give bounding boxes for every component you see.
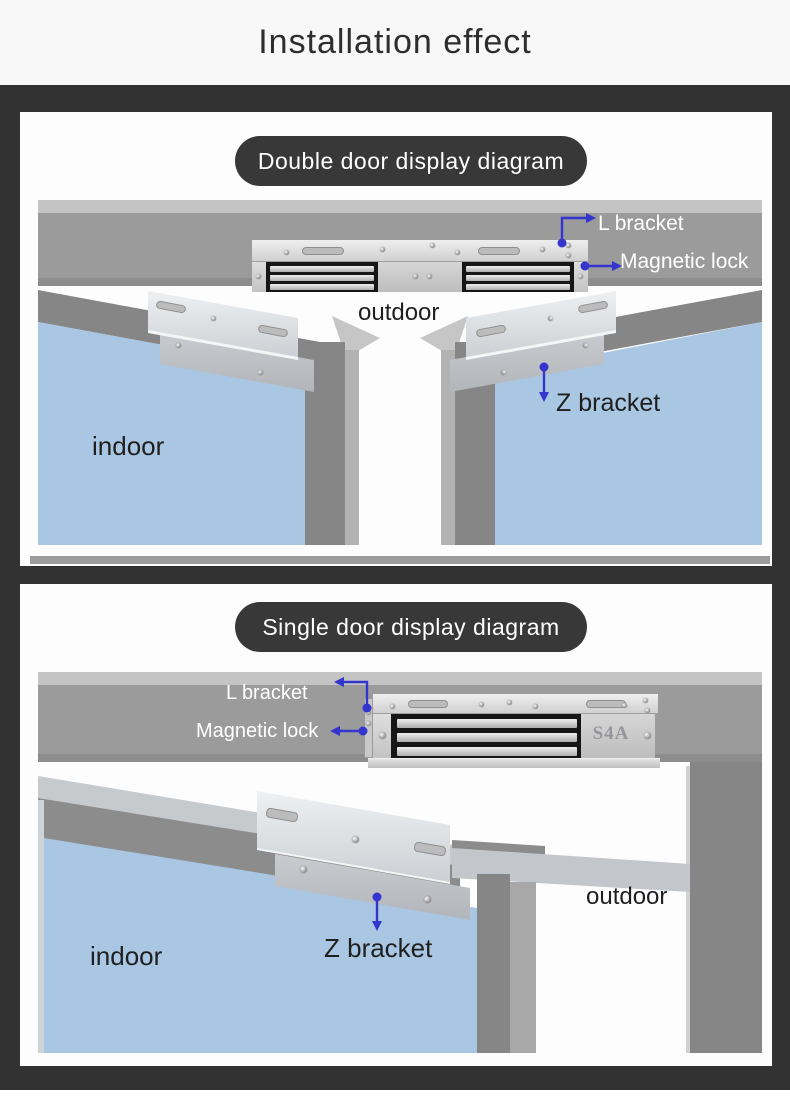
- outdoor-label-double: outdoor: [358, 299, 440, 326]
- l-bracket-slot: [478, 247, 520, 255]
- screw-icon: [430, 243, 435, 248]
- jamb-inner-highlight: [686, 766, 690, 1053]
- magnet-bar: [270, 284, 374, 290]
- screw-icon: [533, 704, 538, 709]
- double-door-pill-title: Double door display diagram: [235, 136, 587, 186]
- lock-brand-text: S4A: [592, 723, 630, 744]
- screw-icon: [548, 316, 553, 321]
- l-bracket-slot: [408, 700, 448, 708]
- screw-icon: [366, 710, 371, 715]
- single-door-edge-face: [510, 882, 536, 1053]
- screw-icon: [366, 721, 371, 726]
- screw-icon: [479, 702, 484, 707]
- screw-icon: [379, 732, 386, 739]
- lock-base-strip: [368, 758, 660, 768]
- screw-icon: [455, 250, 460, 255]
- page-title: Installation effect: [258, 23, 532, 61]
- screw-icon: [644, 732, 651, 739]
- screw-icon: [643, 698, 648, 703]
- left-door-edge-face: [345, 350, 359, 545]
- l-bracket-label-double: L bracket: [598, 212, 684, 235]
- l-bracket-plate-double: [252, 240, 588, 262]
- z-bracket-right-door: [448, 288, 618, 392]
- bottom-band: [0, 1090, 790, 1113]
- magnet-bar: [466, 275, 570, 281]
- screw-icon: [413, 274, 418, 279]
- door-frame-header-top-edge-double: [38, 200, 762, 213]
- screw-icon: [176, 343, 181, 348]
- single-door-left-edge: [38, 800, 44, 1053]
- screw-icon: [352, 836, 359, 843]
- magnet-bar: [270, 266, 374, 272]
- magnetic-lock-label-single: Magnetic lock: [196, 720, 319, 742]
- screw-icon: [645, 708, 650, 713]
- screw-icon: [501, 370, 506, 375]
- single-door-pill-title: Single door display diagram: [235, 602, 587, 652]
- screw-icon: [258, 370, 263, 375]
- door-frame-right-jamb: [690, 762, 762, 1053]
- screw-icon: [256, 274, 261, 279]
- l-bracket-end-ear: [364, 698, 373, 758]
- magnet-bar: [397, 719, 577, 728]
- l-bracket-slot: [302, 247, 344, 255]
- lock-brand-section: [581, 714, 655, 758]
- floor-line-double: [30, 556, 770, 564]
- screw-icon: [583, 343, 588, 348]
- screw-icon: [540, 247, 545, 252]
- door-frame-header-top-edge-single: [38, 672, 762, 685]
- screw-icon: [566, 253, 571, 258]
- outdoor-label-single: outdoor: [586, 883, 668, 910]
- screw-icon: [390, 704, 395, 709]
- screw-icon: [424, 896, 431, 903]
- l-bracket-label-single: L bracket: [226, 682, 308, 704]
- magnetic-lock-label-double: Magnetic lock: [620, 250, 749, 273]
- screw-icon: [211, 316, 216, 321]
- screw-icon: [300, 866, 307, 873]
- header-band: Installation effect: [0, 0, 790, 85]
- l-bracket-slot: [586, 700, 626, 708]
- magnet-bar: [397, 733, 577, 742]
- z-bracket-label-single: Z bracket: [324, 933, 433, 963]
- l-bracket-plate-single: [373, 694, 658, 714]
- magnet-bar: [466, 284, 570, 290]
- screw-icon: [507, 700, 512, 705]
- screw-icon: [284, 250, 289, 255]
- indoor-label-double: indoor: [92, 431, 165, 461]
- screw-icon: [622, 703, 627, 708]
- right-door-edge-face: [441, 350, 455, 545]
- magnet-bar: [270, 275, 374, 281]
- screw-icon: [578, 274, 583, 279]
- screw-icon: [380, 247, 385, 252]
- screw-icon: [427, 274, 432, 279]
- z-bracket-label-double: Z bracket: [556, 389, 661, 417]
- single-door-stile: [477, 874, 510, 1053]
- lock-center-section: [378, 262, 462, 292]
- indoor-label-single: indoor: [90, 941, 163, 971]
- z-bracket-left-door: [146, 288, 316, 392]
- magnet-bar: [397, 747, 577, 756]
- magnet-bar: [466, 266, 570, 272]
- screw-icon: [566, 243, 571, 248]
